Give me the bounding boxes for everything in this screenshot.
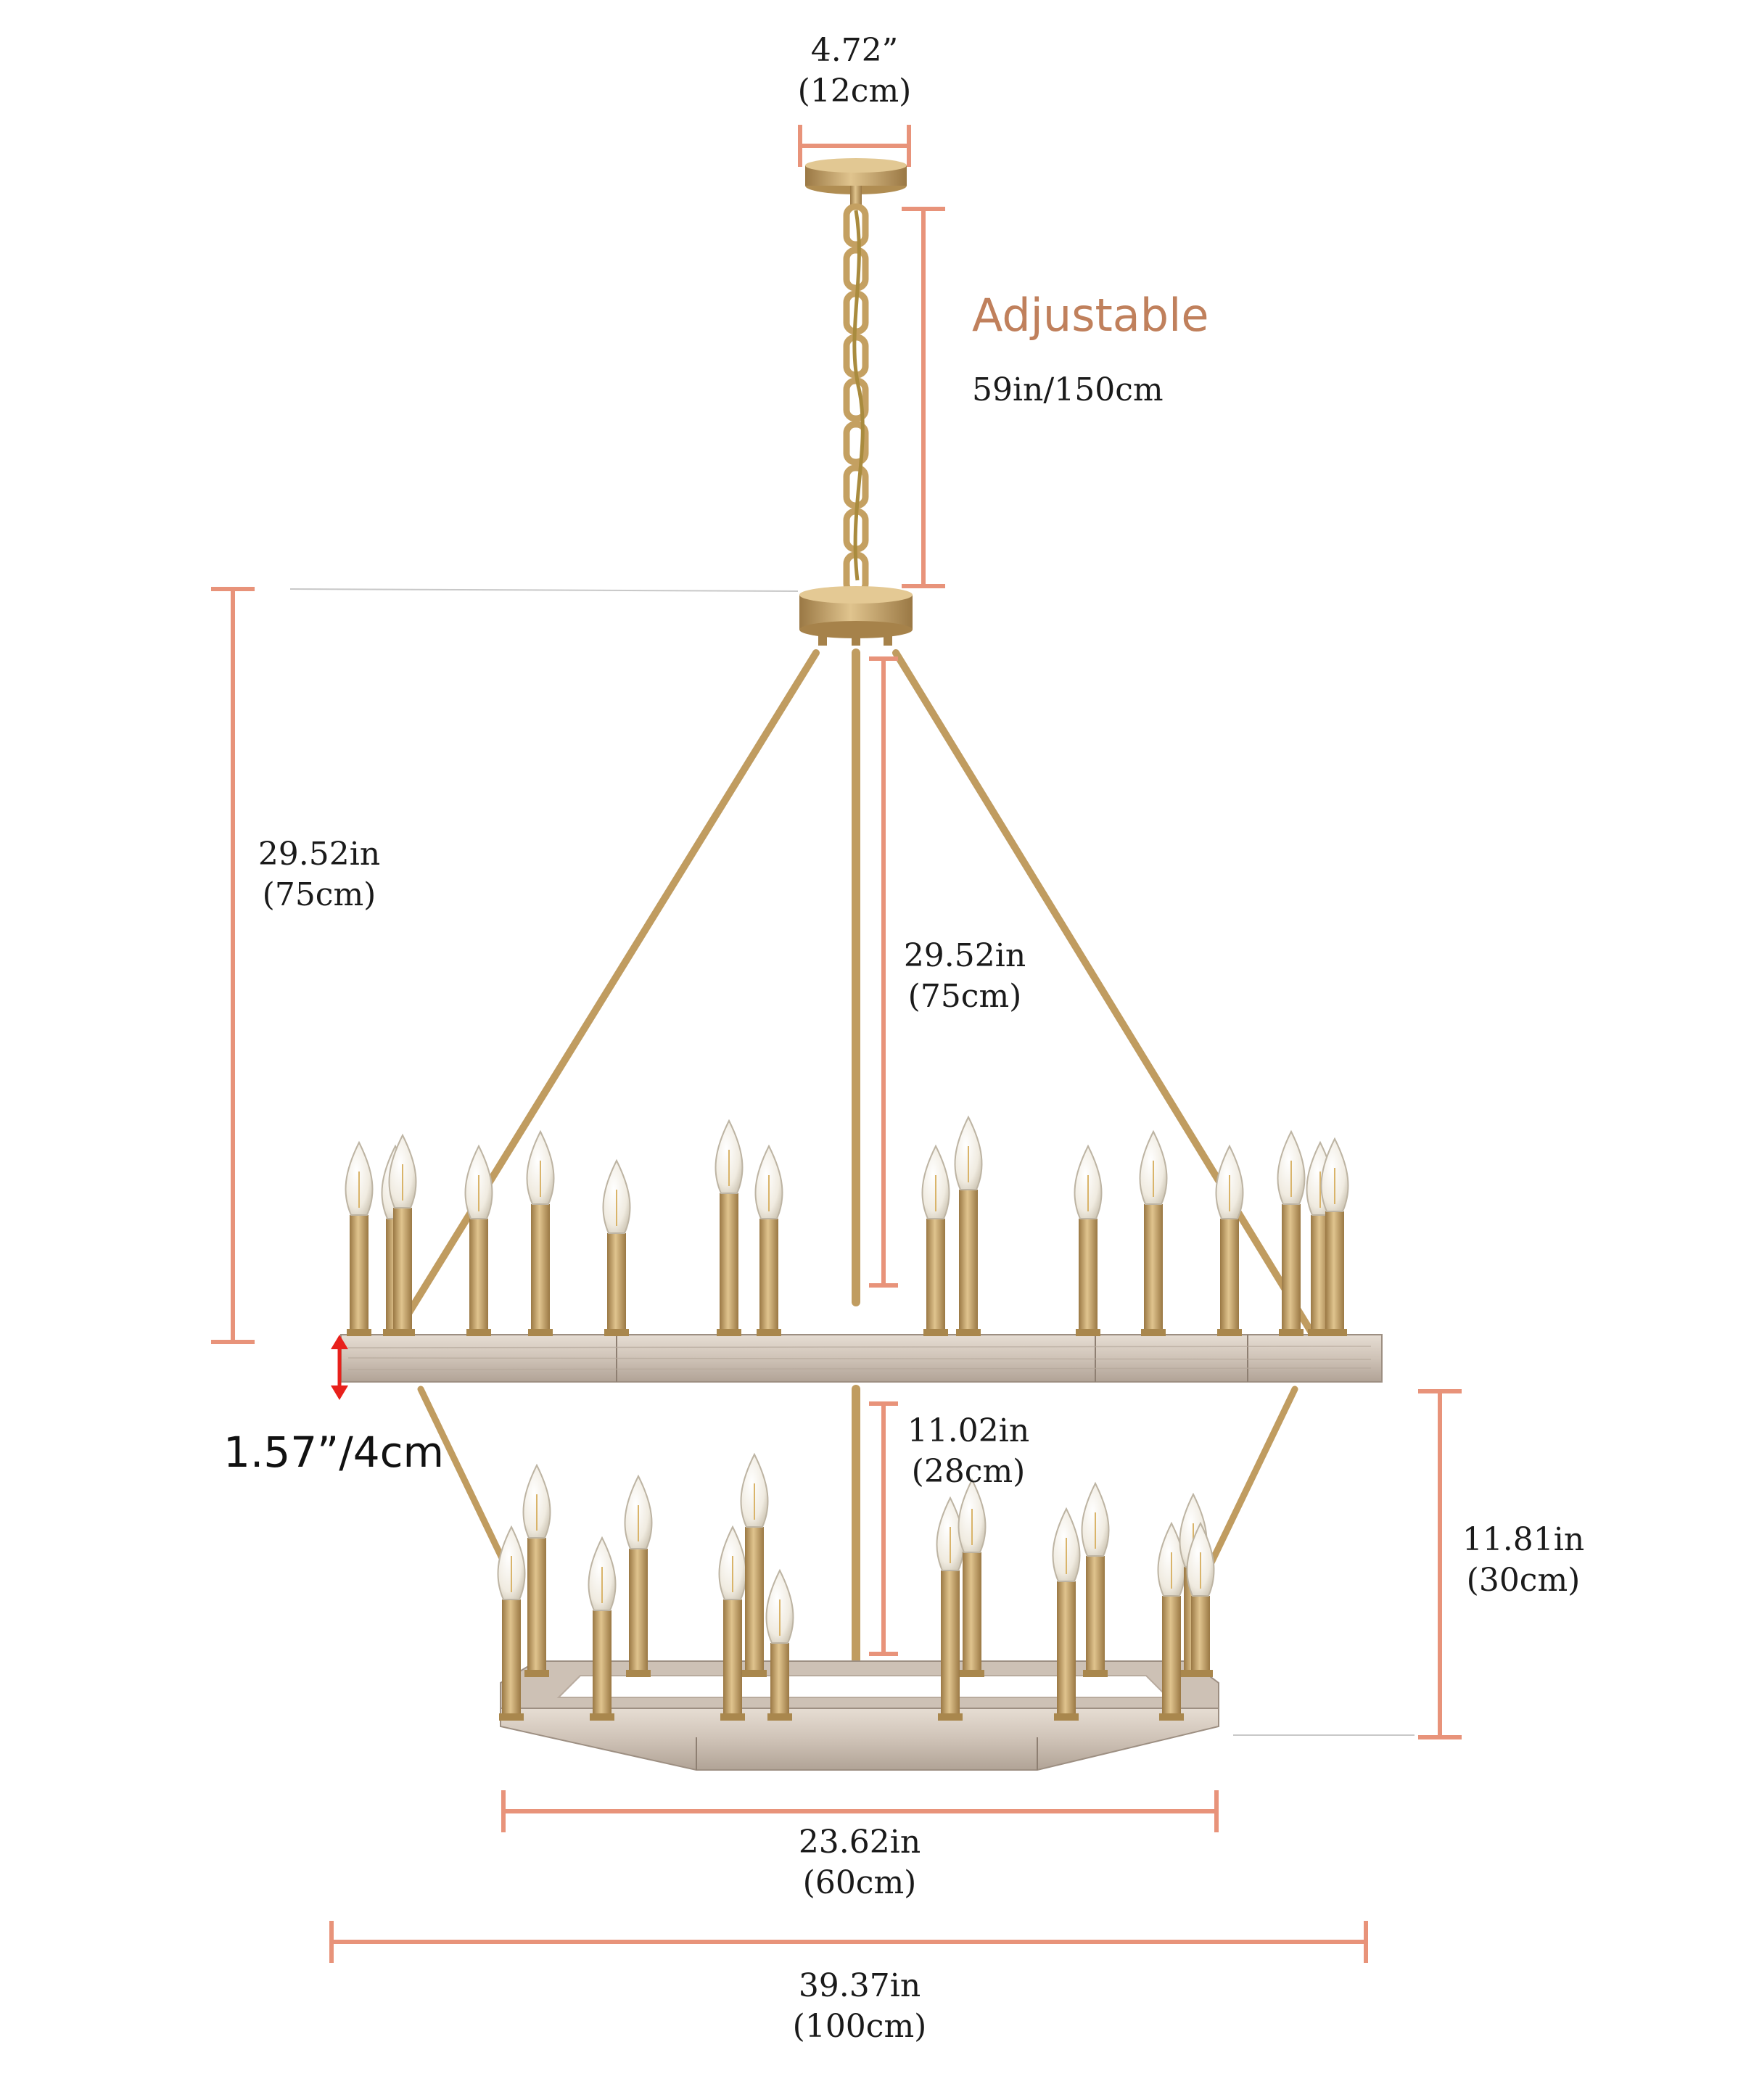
upper-candle-12	[1139, 1129, 1168, 1336]
upper-candle-3	[388, 1133, 417, 1336]
lower-candle-6	[740, 1452, 769, 1677]
dim-frame-height	[211, 587, 255, 1344]
upper-candle-16	[1320, 1137, 1349, 1336]
upper-candle-9	[921, 1144, 950, 1336]
adjustable-length: 59in/150cm	[972, 371, 1164, 408]
lower-candle-3	[588, 1536, 617, 1721]
lower-candle-7	[936, 1496, 965, 1721]
lower-width-cm: (60cm)	[802, 1864, 917, 1901]
lower-candle-14	[1186, 1521, 1215, 1677]
upper-candle-8	[754, 1144, 783, 1336]
lower-width-inch: 23.62in	[798, 1824, 921, 1861]
lower-candle-5	[718, 1525, 747, 1721]
upper-width-inch: 39.37in	[798, 1967, 921, 2004]
ring-thickness-marker	[331, 1335, 348, 1400]
label-tier-gap: 11.02in (28cm)	[899, 1411, 1037, 1492]
label-upper-width: 39.37in (100cm)	[783, 1966, 936, 2047]
dim-upper-width	[329, 1921, 1368, 1963]
lower-candle-8	[958, 1478, 987, 1677]
lower-candle-4	[624, 1474, 653, 1677]
lower-tier-candles	[497, 1452, 1215, 1721]
lower-candle-11	[1157, 1521, 1186, 1721]
dim-center-rod	[869, 656, 898, 1288]
guide-lines	[289, 588, 1414, 1736]
upper-width-cm: (100cm)	[792, 2008, 927, 2045]
upper-candle-5	[526, 1129, 555, 1336]
lower-height-inch: 11.81in	[1462, 1521, 1585, 1558]
adjustable-title: Adjustable	[972, 289, 1209, 342]
ring-thickness-label: 1.57”/4cm	[223, 1428, 445, 1477]
ceiling-canopy	[805, 158, 907, 207]
label-center-rod: 29.52in (75cm)	[896, 936, 1034, 1017]
lower-height-cm: (30cm)	[1466, 1562, 1581, 1599]
upper-candle-14	[1277, 1129, 1306, 1336]
lower-candle-10	[1081, 1481, 1110, 1677]
upper-candle-10	[954, 1115, 983, 1336]
upper-candle-13	[1215, 1144, 1244, 1336]
tier-gap-inch: 11.02in	[907, 1412, 1030, 1449]
dim-lower-height	[1418, 1389, 1462, 1739]
support-rods	[392, 648, 1317, 1713]
upper-candle-11	[1074, 1144, 1103, 1336]
lower-candle-1	[497, 1525, 526, 1721]
center-hub	[799, 586, 913, 646]
lower-candle-2	[522, 1463, 551, 1677]
tier-gap-cm: (28cm)	[911, 1453, 1026, 1490]
label-frame-height: 29.52in (75cm)	[250, 834, 388, 915]
dim-lower-width	[501, 1790, 1219, 1832]
dimension-lines	[211, 125, 1462, 1963]
frame-height-cm: (75cm)	[262, 876, 376, 913]
lower-candle-13	[765, 1568, 794, 1721]
upper-candle-6	[602, 1158, 631, 1336]
upper-candle-4	[464, 1144, 493, 1336]
upper-candle-7	[715, 1119, 744, 1336]
center-rod-cm: (75cm)	[907, 978, 1022, 1015]
frame-height-inch: 29.52in	[258, 836, 381, 873]
label-lower-height: 11.81in (30cm)	[1454, 1520, 1592, 1601]
lower-candle-9	[1052, 1507, 1081, 1721]
upper-tier-candles	[345, 1115, 1349, 1336]
canopy-width-cm: (12cm)	[797, 73, 912, 110]
dim-adjustable-chain	[902, 207, 945, 588]
power-cord	[852, 210, 865, 581]
label-lower-width: 23.62in (60cm)	[791, 1822, 928, 1903]
dim-canopy-width	[798, 125, 911, 167]
canopy-width-inch: 4.72”	[810, 32, 899, 69]
upper-tier-ring	[340, 1334, 1383, 1383]
dim-tier-gap	[869, 1401, 898, 1656]
center-rod-inch: 29.52in	[903, 937, 1026, 974]
upper-candle-1	[345, 1140, 374, 1336]
label-canopy-width: 4.72” (12cm)	[769, 30, 940, 112]
